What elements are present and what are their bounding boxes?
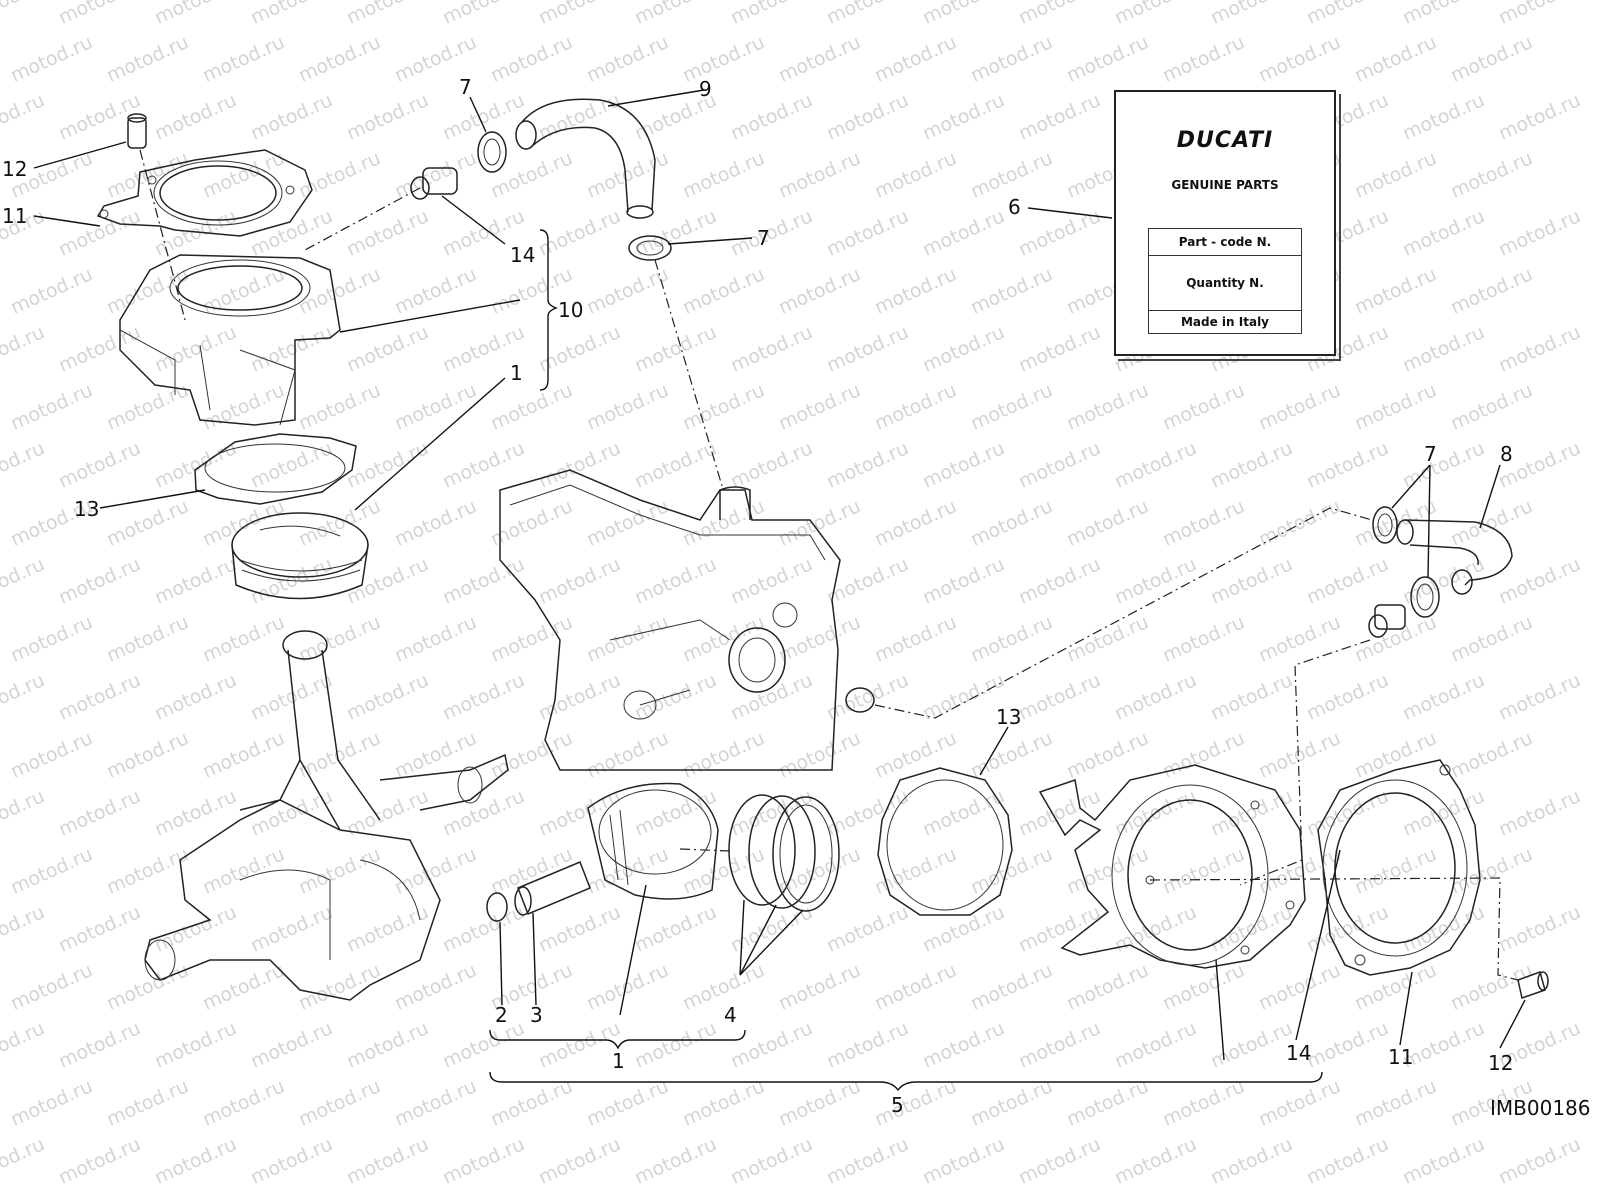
centerline-dowel-bottom (1149, 877, 1519, 981)
callout-3: 3 (530, 1003, 543, 1027)
callout-7-mid: 7 (757, 226, 770, 250)
image-code: IMB00186 (1490, 1096, 1591, 1120)
hose-clamp-7c (1372, 506, 1398, 544)
base-gasket-bottom (877, 767, 1013, 916)
callout-11-bottom: 11 (1388, 1045, 1413, 1069)
centerline-nipple-right (1239, 639, 1371, 886)
callout-12-top: 12 (2, 157, 27, 181)
callout-9: 9 (699, 77, 712, 101)
base-gasket-top (194, 433, 357, 505)
dowel-bottom (1517, 971, 1549, 999)
callout-1-bottom: 1 (612, 1049, 625, 1073)
bracket-1 (489, 1029, 746, 1050)
callout-14-bottom: 14 (1286, 1041, 1311, 1065)
piston-top (231, 512, 369, 600)
cylinder-bottom (1038, 764, 1306, 969)
callout-14-top: 14 (510, 243, 535, 267)
quantity-row: Quantity N. (1149, 256, 1301, 311)
callout-10: 10 (558, 298, 583, 322)
nipple-top (410, 167, 458, 200)
head-gasket-bottom (1317, 759, 1481, 976)
coolant-hose-9 (515, 98, 656, 219)
callout-1-top: 1 (510, 361, 523, 385)
callout-6: 6 (1008, 195, 1021, 219)
centerline-piston (679, 848, 731, 852)
callout-7-right: 7 (1424, 442, 1437, 466)
callout-13-top: 13 (74, 497, 99, 521)
piston-rings (728, 794, 840, 912)
centerline-nipple-top (304, 187, 421, 251)
dowel-top (127, 113, 147, 149)
centerline-hose-right (874, 507, 1373, 719)
origin-row: Made in Italy (1180, 315, 1269, 329)
centerline-hose-crankcase (654, 259, 723, 487)
bracket-5 (489, 1071, 1323, 1092)
callout-8: 8 (1500, 442, 1513, 466)
callout-2: 2 (495, 1003, 508, 1027)
callout-13-mid: 13 (996, 705, 1021, 729)
callout-11-top: 11 (2, 204, 27, 228)
parts-label-table: Part - code N. Quantity N. Made in Italy (1148, 228, 1302, 334)
piston-bottom (587, 782, 719, 900)
head-gasket-top (96, 149, 313, 237)
hose-clamp-7a (477, 131, 507, 173)
genuine-parts-title: GENUINE PARTS (1171, 178, 1279, 192)
genuine-parts-label: DUCATI GENUINE PARTS Part - code N. Quan… (1114, 90, 1341, 361)
callout-7-top: 7 (459, 75, 472, 99)
leader-lines (33, 89, 1526, 1061)
hose-clamp-7b (628, 235, 672, 261)
crankcase (499, 469, 875, 771)
crankshaft-assembly (144, 630, 509, 1001)
callout-5: 5 (891, 1093, 904, 1117)
part-code-row: Part - code N. (1149, 229, 1301, 256)
bracket-10 (539, 229, 558, 391)
cylinder-top (119, 254, 341, 426)
hose-clamp-7d (1410, 576, 1440, 618)
centerline-dowel-top (139, 149, 186, 321)
ducati-logo: DUCATI (1176, 128, 1274, 153)
piston-pin (514, 861, 591, 916)
nipple-right (1368, 604, 1406, 638)
circlip (486, 892, 508, 922)
coolant-hose-8 (1396, 519, 1513, 595)
callout-12-bottom: 12 (1488, 1051, 1513, 1075)
callout-4: 4 (724, 1003, 737, 1027)
